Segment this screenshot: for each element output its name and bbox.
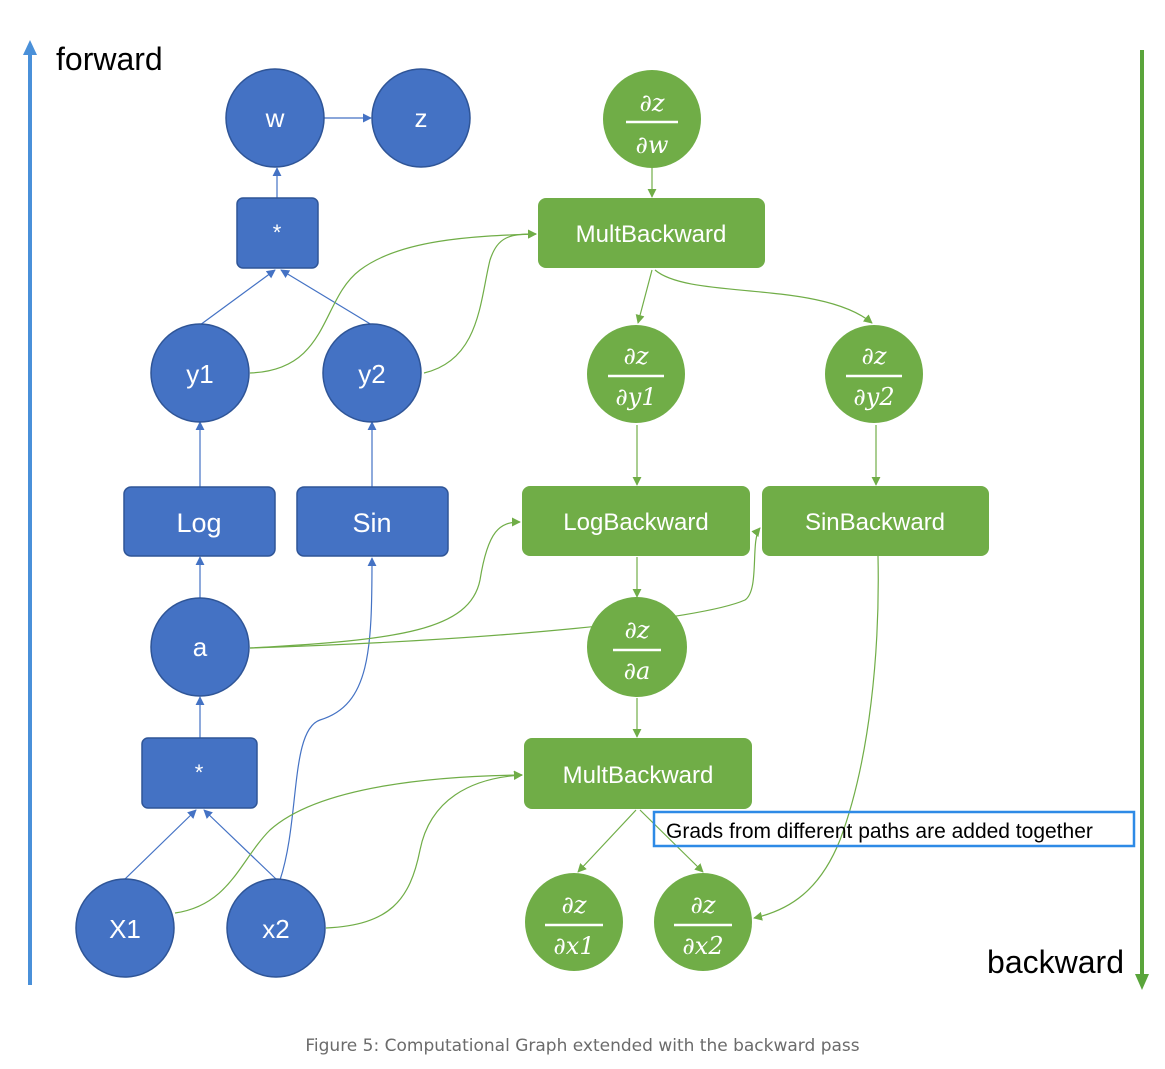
node-log-backward: LogBackward xyxy=(522,486,750,556)
node-sin-backward: SinBackward xyxy=(762,486,989,556)
edge-multbackward-dzdx1 xyxy=(577,809,637,873)
node-mult-backward-top-label: MultBackward xyxy=(576,221,727,248)
node-z: z xyxy=(371,68,471,168)
gradient-sum-note: Grads from different paths are added tog… xyxy=(652,810,1136,848)
gradient-sum-note-text: Grads from different paths are added tog… xyxy=(666,820,1093,843)
grad-dz-dx1-num: ∂z xyxy=(561,891,586,919)
node-mult-backward-bottom: MultBackward xyxy=(524,738,752,809)
node-mult-backward-top: MultBackward xyxy=(538,198,765,268)
forward-nodes: w z * y1 y2 Log Sin a xyxy=(75,68,471,978)
node-y2-label: y2 xyxy=(358,359,385,389)
grad-dz-dy2-den: ∂y2 xyxy=(853,383,894,411)
forward-edges xyxy=(124,113,377,881)
node-log: Log xyxy=(123,486,276,557)
grad-dz-da: ∂z ∂a xyxy=(587,597,687,697)
edge-y2-multbackward xyxy=(423,229,537,374)
grad-dz-da-num: ∂z xyxy=(624,616,649,644)
backward-edges xyxy=(174,168,881,929)
gradient-nodes: ∂z ∂w ∂z ∂y1 ∂z ∂y2 ∂z ∂a ∂z ∂x1 xyxy=(525,70,923,971)
node-mult-top: * xyxy=(236,197,319,269)
node-log-backward-label: LogBackward xyxy=(563,509,708,536)
backward-nodes: MultBackward LogBackward SinBackward Mul… xyxy=(522,198,989,809)
figure-caption: Figure 5: Computational Graph extended w… xyxy=(305,1036,860,1056)
node-x2-label: x2 xyxy=(262,914,289,944)
grad-dz-dx1-den: ∂x1 xyxy=(553,932,594,960)
edge-y1-mult xyxy=(199,269,276,326)
grad-dz-dx2-num: ∂z xyxy=(690,891,715,919)
node-z-label: z xyxy=(415,103,428,133)
grad-dz-dx2-den: ∂x2 xyxy=(682,932,723,960)
backward-label: backward xyxy=(987,944,1124,980)
node-y2: y2 xyxy=(322,323,422,423)
node-x1-label: X1 xyxy=(109,914,141,944)
edge-x2-multbackward xyxy=(325,770,523,929)
backward-direction-arrow xyxy=(1135,50,1149,990)
node-a-label: a xyxy=(193,632,208,662)
edge-x1-mult xyxy=(124,809,197,880)
node-a: a xyxy=(150,597,250,697)
node-x2: x2 xyxy=(226,878,326,978)
edge-x2-sin xyxy=(279,557,377,881)
node-mult-backward-bottom-label: MultBackward xyxy=(563,762,714,789)
grad-dz-dx2: ∂z ∂x2 xyxy=(654,873,752,971)
edge-y1-multbackward xyxy=(249,229,537,374)
node-mult-top-label: * xyxy=(273,220,282,245)
forward-label: forward xyxy=(56,41,163,77)
grad-dz-dy2: ∂z ∂y2 xyxy=(825,325,923,423)
node-y1-label: y1 xyxy=(186,359,213,389)
grad-dz-dy1-den: ∂y1 xyxy=(615,383,656,411)
node-x1: X1 xyxy=(75,878,175,978)
grad-dz-dy1-num: ∂z xyxy=(623,342,648,370)
node-log-label: Log xyxy=(176,508,221,538)
grad-dz-dw-den: ∂w xyxy=(636,131,669,159)
grad-dz-dy2-num: ∂z xyxy=(861,342,886,370)
node-w-label: w xyxy=(265,103,285,133)
edge-y2-mult xyxy=(280,269,373,326)
edge-x2-mult xyxy=(203,809,277,880)
edge-sinbackward-dzdx2 xyxy=(753,555,879,921)
node-y1: y1 xyxy=(150,323,250,423)
grad-dz-dw-num: ∂z xyxy=(639,89,664,117)
node-mult-bottom-label: * xyxy=(195,760,204,785)
grad-dz-dy1: ∂z ∂y1 xyxy=(587,325,685,423)
edge-a-sinbackward xyxy=(249,527,761,649)
node-w: w xyxy=(225,68,325,168)
grad-dz-dw: ∂z ∂w xyxy=(603,70,701,168)
forward-direction-arrow xyxy=(23,40,37,985)
edge-multbackward-dzdy1 xyxy=(635,269,653,324)
edge-x1-multbackward xyxy=(174,770,523,914)
edge-multbackward-dzdy2 xyxy=(654,269,873,324)
node-sin: Sin xyxy=(296,486,449,557)
node-sin-label: Sin xyxy=(352,508,391,538)
edge-multbackward-dzdx2 xyxy=(639,809,704,873)
node-mult-bottom: * xyxy=(141,737,258,809)
edge-a-logbackward xyxy=(249,517,521,649)
grad-dz-da-den: ∂a xyxy=(624,657,651,685)
grad-dz-dx1: ∂z ∂x1 xyxy=(525,873,623,971)
node-sin-backward-label: SinBackward xyxy=(805,509,945,536)
